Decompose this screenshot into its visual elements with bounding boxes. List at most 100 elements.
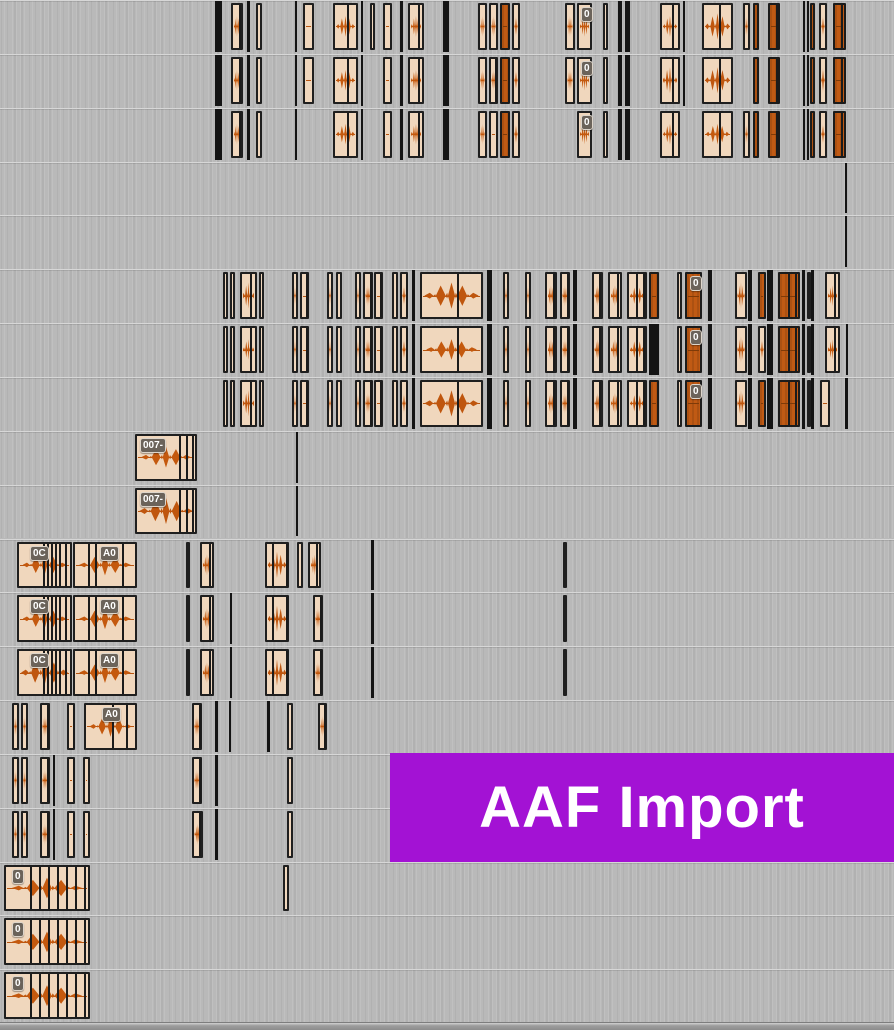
audio-clip[interactable]	[265, 595, 289, 643]
audio-clip[interactable]	[361, 108, 363, 160]
audio-clip[interactable]	[608, 379, 622, 427]
audio-clip[interactable]	[363, 379, 373, 427]
audio-clip[interactable]	[223, 379, 228, 427]
audio-clip[interactable]	[525, 272, 531, 320]
audio-clip[interactable]	[545, 379, 557, 427]
audio-clip[interactable]	[500, 56, 510, 104]
audio-clip[interactable]	[768, 110, 780, 158]
audio-clip[interactable]	[292, 379, 298, 427]
audio-clip[interactable]	[313, 649, 323, 697]
audio-clip[interactable]	[807, 108, 809, 160]
audio-clip[interactable]	[287, 810, 293, 858]
audio-clip[interactable]	[753, 110, 759, 158]
audio-clip[interactable]	[67, 756, 75, 804]
audio-clip[interactable]: 0	[4, 864, 90, 912]
audio-clip[interactable]	[478, 3, 487, 50]
audio-clip[interactable]	[573, 324, 577, 375]
audio-clip[interactable]	[336, 379, 342, 427]
audio-clip[interactable]	[845, 162, 847, 214]
audio-clip[interactable]	[820, 379, 830, 427]
track-lane-7[interactable]: 0	[0, 323, 894, 377]
audio-clip[interactable]	[296, 431, 298, 483]
audio-clip[interactable]	[807, 54, 809, 106]
track-lane-18[interactable]: 0	[0, 915, 894, 970]
audio-clip[interactable]	[563, 649, 567, 697]
audio-clip[interactable]	[758, 326, 766, 373]
audio-clip[interactable]	[186, 595, 190, 643]
audio-clip[interactable]	[768, 3, 780, 50]
audio-clip[interactable]: 0	[685, 326, 702, 373]
audio-clip[interactable]	[503, 326, 509, 373]
audio-clip[interactable]	[489, 3, 498, 50]
audio-clip[interactable]	[565, 3, 575, 50]
audio-clip[interactable]	[420, 379, 483, 427]
audio-clip[interactable]	[758, 272, 766, 320]
audio-clip[interactable]	[608, 326, 622, 373]
audio-clip[interactable]	[743, 110, 750, 158]
audio-clip[interactable]	[735, 272, 747, 320]
audio-clip[interactable]	[223, 326, 228, 373]
audio-clip[interactable]	[825, 326, 840, 373]
track-lane-2[interactable]: 0	[0, 53, 894, 108]
audio-clip[interactable]	[400, 108, 403, 160]
audio-clip[interactable]	[603, 110, 608, 158]
audio-clip[interactable]	[603, 3, 608, 50]
audio-clip[interactable]	[383, 3, 392, 50]
audio-clip[interactable]	[313, 595, 323, 643]
track-lane-5[interactable]	[0, 215, 894, 270]
audio-clip[interactable]	[247, 1, 250, 52]
audio-clip[interactable]	[361, 54, 363, 106]
track-lane-3[interactable]: 0	[0, 107, 894, 162]
audio-clip[interactable]	[478, 56, 487, 104]
audio-clip[interactable]: 0C	[17, 595, 72, 643]
audio-clip[interactable]	[192, 756, 202, 804]
audio-clip[interactable]	[563, 595, 567, 643]
audio-clip[interactable]	[333, 110, 358, 158]
audio-clip[interactable]	[230, 272, 235, 320]
audio-clip[interactable]	[545, 272, 557, 320]
audio-clip[interactable]	[363, 272, 373, 320]
audio-clip[interactable]	[807, 272, 811, 320]
audio-clip[interactable]	[215, 754, 218, 806]
audio-clip[interactable]	[677, 379, 682, 427]
audio-clip[interactable]	[333, 56, 358, 104]
audio-clip[interactable]	[743, 3, 750, 50]
audio-clip[interactable]	[443, 108, 449, 160]
audio-clip[interactable]	[708, 270, 712, 322]
audio-clip[interactable]	[625, 108, 630, 160]
audio-clip[interactable]	[303, 56, 314, 104]
audio-clip[interactable]	[627, 326, 647, 373]
audio-clip[interactable]	[778, 379, 800, 427]
audio-clip[interactable]	[753, 56, 759, 104]
audio-clip[interactable]	[287, 703, 293, 750]
audio-clip[interactable]	[802, 324, 805, 375]
audio-clip[interactable]	[400, 1, 403, 52]
audio-clip[interactable]	[811, 270, 814, 322]
audio-clip[interactable]	[683, 1, 685, 52]
audio-clip[interactable]	[215, 1, 222, 52]
audio-clip[interactable]	[563, 541, 567, 589]
audio-clip[interactable]	[303, 3, 314, 50]
audio-clip[interactable]	[807, 326, 811, 373]
audio-clip[interactable]	[192, 703, 202, 750]
audio-clip[interactable]	[489, 110, 498, 158]
audio-clip[interactable]	[500, 3, 510, 50]
audio-clip[interactable]	[753, 3, 759, 50]
audio-clip[interactable]	[512, 110, 520, 158]
audio-clip[interactable]	[649, 324, 659, 375]
audio-clip[interactable]	[83, 756, 90, 804]
track-lane-10[interactable]: 007-	[0, 484, 894, 539]
audio-clip[interactable]	[845, 216, 847, 268]
audio-clip[interactable]	[287, 756, 293, 804]
audio-clip[interactable]	[560, 326, 570, 373]
track-lane-6[interactable]: 0	[0, 269, 894, 324]
audio-clip[interactable]	[67, 703, 75, 750]
audio-clip[interactable]	[259, 326, 264, 373]
audio-clip[interactable]	[735, 326, 747, 373]
audio-clip[interactable]	[361, 1, 363, 52]
audio-clip[interactable]	[408, 56, 424, 104]
audio-clip[interactable]	[565, 56, 575, 104]
audio-clip[interactable]	[573, 270, 577, 322]
audio-clip[interactable]	[371, 539, 374, 591]
